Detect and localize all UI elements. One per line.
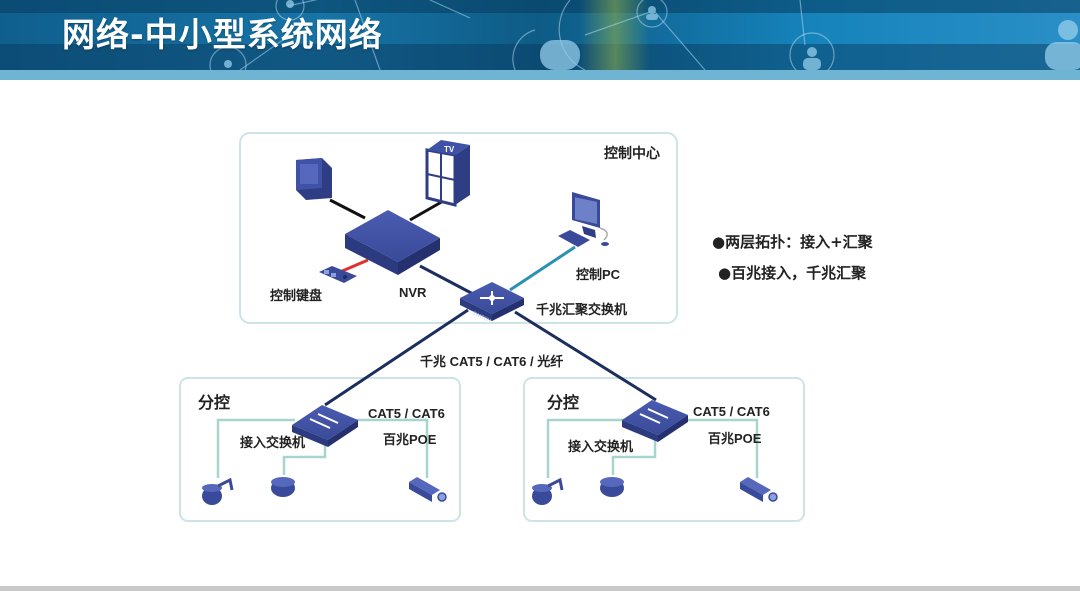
header-band <box>0 44 1080 70</box>
control-center-label: 控制中心 <box>604 145 660 161</box>
branch-label: 分控 <box>198 395 231 412</box>
dome-camera-icon <box>271 477 295 497</box>
core-switch-icon: SWITCH <box>460 282 524 324</box>
cable-label: CAT5 / CAT6 <box>368 406 445 421</box>
keyboard-label: 控制键盘 <box>270 288 323 303</box>
poe-lines-right <box>546 418 759 478</box>
branch-box-right <box>523 377 805 522</box>
slide-header: 网络-中小型系统网络 <box>0 0 1080 70</box>
control-pc-icon <box>558 192 609 247</box>
header-glow <box>580 0 650 70</box>
slide-title: 网络-中小型系统网络 <box>62 15 383 54</box>
uplink-label: 千兆 CAT5 / CAT6 / 光纤 <box>420 354 564 369</box>
core-switch-label: 千兆汇聚交换机 <box>536 302 628 317</box>
header-band <box>0 0 1080 13</box>
control-center-box <box>239 132 678 324</box>
monitor-icon <box>296 158 332 200</box>
pc-label: 控制PC <box>576 267 621 282</box>
access-switch-label: 接入交换机 <box>240 435 306 450</box>
nvr-icon <box>345 210 440 275</box>
note-topology: ●两层拓扑：接入+汇聚 <box>712 233 873 251</box>
uplink-left <box>324 308 469 407</box>
network-decoration-icon <box>209 0 1080 70</box>
uplink-right <box>514 310 657 402</box>
link-pc-core <box>509 245 576 292</box>
poe-label: 百兆POE <box>708 431 762 446</box>
link-nvr-core <box>419 264 476 297</box>
control-keyboard-icon <box>319 266 357 283</box>
ptz-camera-icon <box>532 477 564 505</box>
bottom-border <box>0 586 1080 591</box>
access-switch-icon <box>622 400 688 442</box>
note-bandwidth: ●百兆接入，千兆汇聚 <box>718 264 867 282</box>
poe-label: 百兆POE <box>383 432 437 447</box>
tv-wall-icon: TV <box>425 140 470 207</box>
poe-lines-left <box>216 418 429 478</box>
link-keyboard-nvr <box>339 258 369 274</box>
link-monitor-nvr <box>329 198 366 220</box>
box-camera-icon <box>409 477 447 502</box>
access-switch-label: 接入交换机 <box>568 439 634 454</box>
tv-label: TV <box>444 145 455 154</box>
ptz-camera-icon <box>202 477 234 505</box>
link-tvwall-nvr <box>409 198 446 222</box>
branch-label: 分控 <box>547 395 580 412</box>
branch-box-left <box>179 377 461 522</box>
header-accent-bar <box>0 70 1080 80</box>
dome-camera-icon <box>600 477 624 497</box>
box-camera-icon <box>740 477 778 502</box>
cable-label: CAT5 / CAT6 <box>693 404 770 419</box>
access-switch-icon <box>292 405 358 447</box>
nvr-label: NVR <box>399 285 427 300</box>
